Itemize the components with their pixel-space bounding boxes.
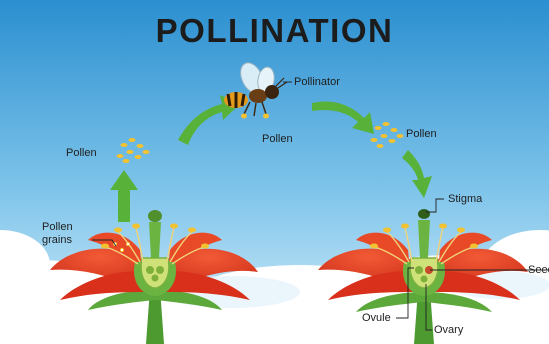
pollen-grains-label-line2: grains <box>42 234 72 246</box>
pollen-grains-label-line1: Pollen <box>42 221 73 233</box>
seed-label: Seed <box>528 264 549 276</box>
page-title: POLLINATION <box>0 12 549 50</box>
ovary-label: Ovary <box>434 324 463 336</box>
pollinator-label: Pollinator <box>294 76 340 88</box>
pollen-label-center: Pollen <box>262 133 293 145</box>
pollen-label-left: Pollen <box>66 147 97 159</box>
stigma-label: Stigma <box>448 193 482 205</box>
ovule-label: Ovule <box>362 312 391 324</box>
pollen-label-right: Pollen <box>406 128 437 140</box>
